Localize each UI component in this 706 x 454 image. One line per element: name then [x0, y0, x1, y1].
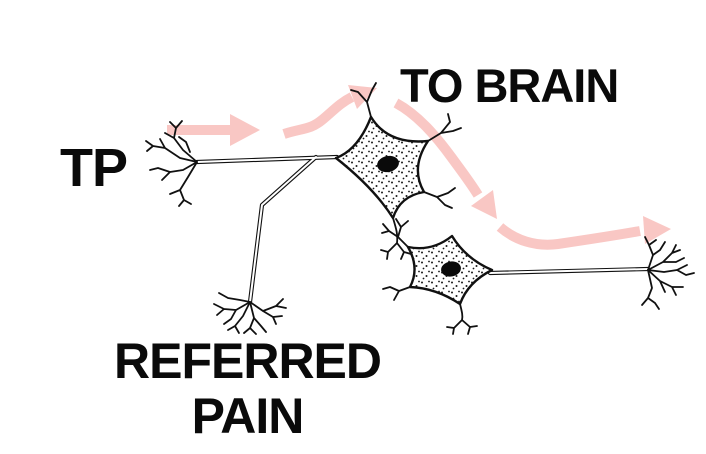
second-neuron [382, 234, 494, 335]
signal-arrow-to-brain [282, 85, 377, 139]
to-brain-label: TO BRAIN [400, 59, 619, 112]
first-neuron-nucleus [377, 155, 399, 173]
trigger-point-nerve-ending [145, 120, 198, 207]
synapse-forks [381, 218, 409, 248]
trigger-point-label: TP [60, 138, 128, 198]
signal-arrow-output [496, 216, 671, 250]
first-neuron [334, 82, 462, 260]
axon-lines [194, 154, 651, 305]
referred-pain-label-line1: REFERRED [113, 333, 382, 389]
signal-arrow-input [167, 114, 260, 146]
second-neuron-nucleus [441, 261, 461, 277]
referred-pain-label-line2: PAIN [191, 388, 305, 444]
axon-terminal-right [641, 236, 695, 310]
referred-pain-label: REFERRED PAIN [95, 334, 400, 444]
referred-pain-nerve-ending [213, 292, 287, 335]
signal-arrow-descending [393, 98, 497, 219]
